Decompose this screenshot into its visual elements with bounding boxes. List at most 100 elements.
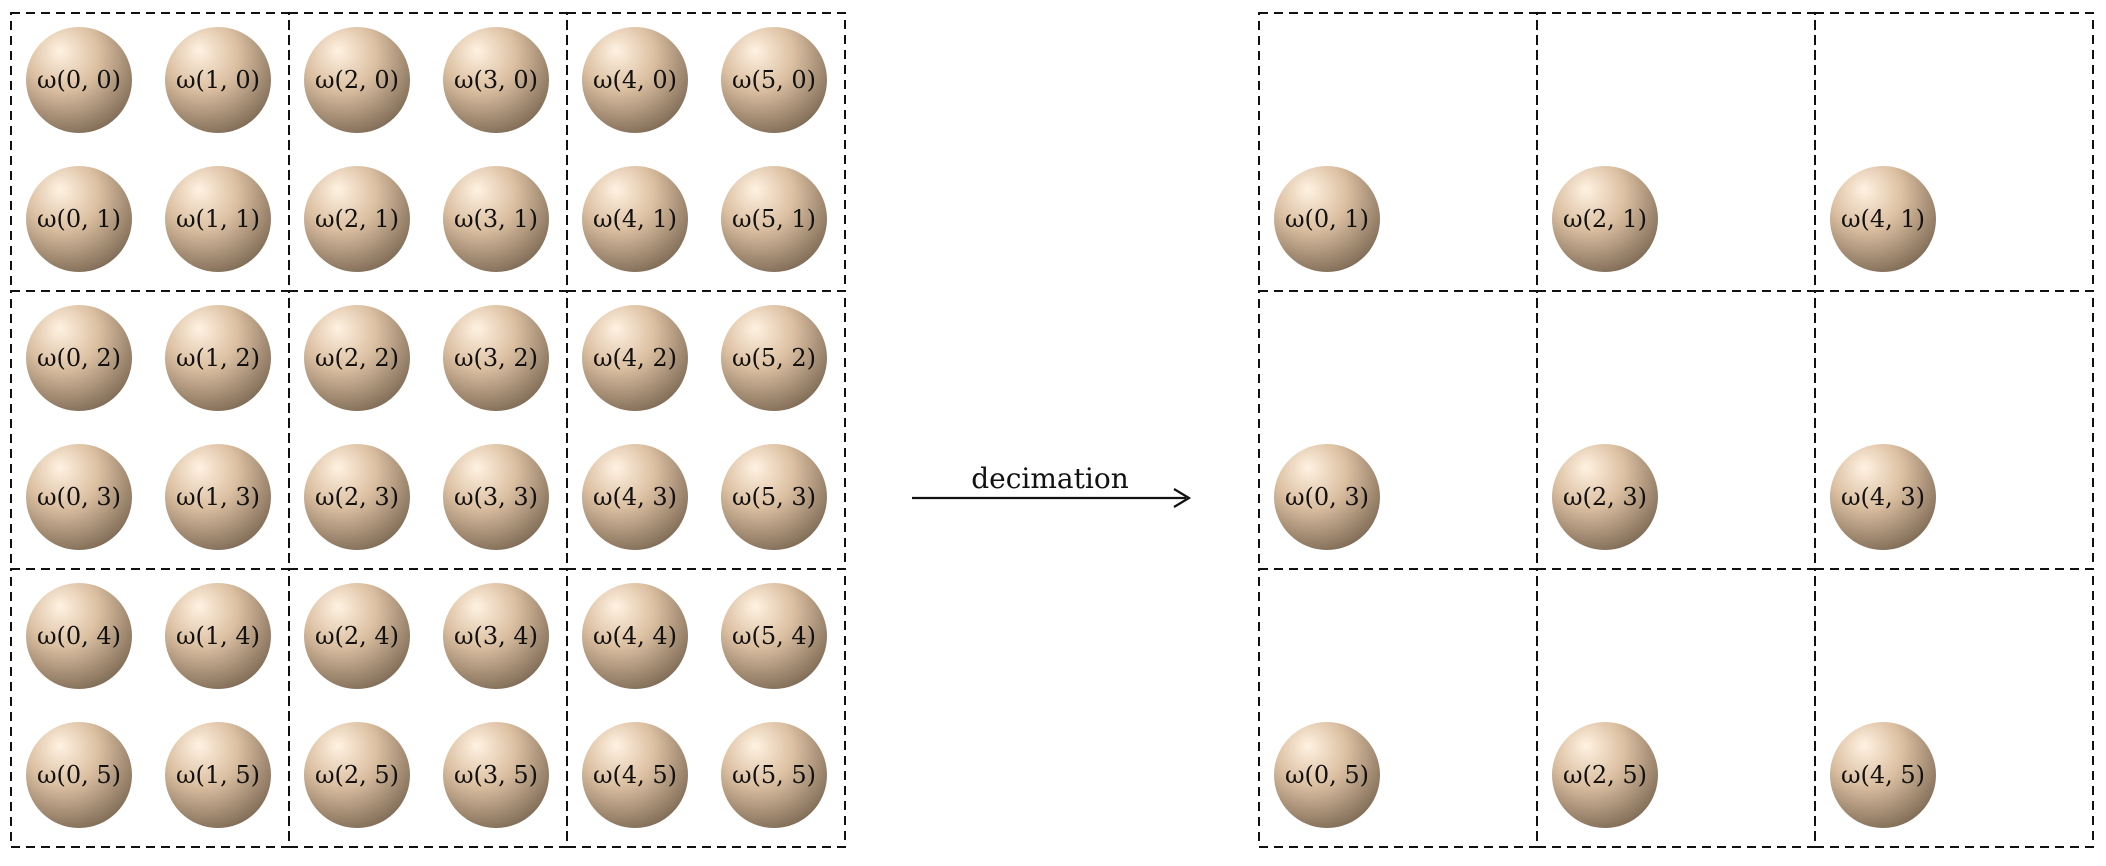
spin-label: ω(4, 1) <box>593 205 677 233</box>
spin-sphere <box>1274 722 1380 828</box>
spin-label: ω(2, 5) <box>1563 761 1647 789</box>
spin-label: ω(2, 0) <box>315 66 399 94</box>
arrow-head <box>1173 488 1192 508</box>
spin-label: ω(4, 0) <box>593 66 677 94</box>
spin-ball: ω(5, 4) <box>721 583 827 689</box>
spin-sphere <box>443 27 549 133</box>
spin-ball: ω(2, 1) <box>1552 166 1658 272</box>
spin-label: ω(4, 5) <box>1841 761 1925 789</box>
spin-ball: ω(5, 2) <box>721 305 827 411</box>
spin-ball: ω(2, 1) <box>304 166 410 272</box>
spin-ball: ω(0, 5) <box>26 722 132 828</box>
spin-ball: ω(0, 3) <box>26 444 132 550</box>
spin-sphere <box>1830 722 1936 828</box>
spin-sphere <box>721 305 827 411</box>
spin-label: ω(0, 1) <box>1285 205 1369 233</box>
spin-sphere <box>1274 166 1380 272</box>
spin-label: ω(0, 0) <box>37 66 121 94</box>
right-block <box>1814 568 2094 848</box>
original-lattice: ω(0, 0) ω(1, 0) ω(2, 0) ω(3, 0) ω(4, 0) ω(5, … <box>10 12 846 848</box>
spin-label: ω(2, 2) <box>315 344 399 372</box>
spin-sphere <box>582 583 688 689</box>
spin-ball: ω(5, 5) <box>721 722 827 828</box>
spin-label: ω(5, 3) <box>732 483 816 511</box>
spin-ball: ω(4, 3) <box>1830 444 1936 550</box>
spin-ball: ω(5, 0) <box>721 27 827 133</box>
spin-sphere <box>443 583 549 689</box>
spin-sphere <box>721 444 827 550</box>
spin-ball: ω(2, 3) <box>304 444 410 550</box>
spin-label: ω(2, 4) <box>315 622 399 650</box>
spin-sphere <box>304 305 410 411</box>
spin-label: ω(0, 3) <box>1285 483 1369 511</box>
spin-sphere <box>26 166 132 272</box>
spin-label: ω(1, 0) <box>176 66 260 94</box>
decimated-lattice: ω(0, 1)ω(2, 1)ω(4, 1)ω(0, 3)ω(2, 3)ω(4, … <box>1258 12 2094 848</box>
spin-ball: ω(4, 3) <box>582 444 688 550</box>
spin-label: ω(4, 5) <box>593 761 677 789</box>
spin-label: ω(2, 1) <box>1563 205 1647 233</box>
spin-sphere <box>304 444 410 550</box>
spin-ball: ω(4, 2) <box>582 305 688 411</box>
spin-ball: ω(1, 2) <box>165 305 271 411</box>
spin-sphere <box>721 166 827 272</box>
spin-label: ω(4, 3) <box>593 483 677 511</box>
spin-label: ω(0, 5) <box>1285 761 1369 789</box>
spin-ball: ω(3, 0) <box>443 27 549 133</box>
spin-label: ω(3, 4) <box>454 622 538 650</box>
spin-label: ω(3, 3) <box>454 483 538 511</box>
spin-label: ω(0, 1) <box>37 205 121 233</box>
spin-label: ω(0, 5) <box>37 761 121 789</box>
spin-ball: ω(1, 5) <box>165 722 271 828</box>
spin-sphere <box>304 166 410 272</box>
spin-ball: ω(1, 1) <box>165 166 271 272</box>
decimation-arrow: decimation <box>912 462 1192 508</box>
spin-sphere <box>1830 444 1936 550</box>
spin-label: ω(3, 5) <box>454 761 538 789</box>
spin-ball: ω(1, 3) <box>165 444 271 550</box>
spin-sphere <box>721 583 827 689</box>
spin-sphere <box>26 583 132 689</box>
spin-sphere <box>443 166 549 272</box>
spin-sphere <box>26 305 132 411</box>
spin-ball: ω(5, 3) <box>721 444 827 550</box>
spin-sphere <box>1552 722 1658 828</box>
spin-ball: ω(0, 2) <box>26 305 132 411</box>
left-spins: ω(0, 0) ω(1, 0) ω(2, 0) ω(3, 0) ω(4, 0) ω(5, … <box>26 27 827 828</box>
spin-ball: ω(0, 3) <box>1274 444 1380 550</box>
spin-sphere <box>443 722 549 828</box>
spin-sphere <box>304 722 410 828</box>
spin-sphere <box>582 444 688 550</box>
left-block <box>288 568 568 848</box>
spin-sphere <box>165 305 271 411</box>
spin-label: ω(1, 1) <box>176 205 260 233</box>
right-block-grid <box>1258 12 2094 848</box>
spin-label: ω(5, 2) <box>732 344 816 372</box>
spin-ball: ω(2, 0) <box>304 27 410 133</box>
spin-ball: ω(2, 5) <box>304 722 410 828</box>
spin-label: ω(2, 3) <box>315 483 399 511</box>
spin-sphere <box>1274 444 1380 550</box>
spin-sphere <box>165 166 271 272</box>
spin-label: ω(5, 0) <box>732 66 816 94</box>
spin-ball: ω(4, 0) <box>582 27 688 133</box>
spin-sphere <box>443 305 549 411</box>
spin-sphere <box>1552 166 1658 272</box>
spin-label: ω(5, 1) <box>732 205 816 233</box>
spin-sphere <box>582 27 688 133</box>
spin-label: ω(2, 3) <box>1563 483 1647 511</box>
spin-sphere <box>165 444 271 550</box>
spin-label: ω(1, 4) <box>176 622 260 650</box>
spin-sphere <box>582 305 688 411</box>
spin-label: ω(1, 2) <box>176 344 260 372</box>
spin-ball: ω(3, 3) <box>443 444 549 550</box>
spin-ball: ω(2, 3) <box>1552 444 1658 550</box>
spin-label: ω(4, 3) <box>1841 483 1925 511</box>
spin-ball: ω(0, 1) <box>1274 166 1380 272</box>
spin-ball: ω(3, 2) <box>443 305 549 411</box>
spin-label: ω(0, 2) <box>37 344 121 372</box>
spin-ball: ω(0, 4) <box>26 583 132 689</box>
spin-label: ω(5, 5) <box>732 761 816 789</box>
spin-label: ω(4, 2) <box>593 344 677 372</box>
